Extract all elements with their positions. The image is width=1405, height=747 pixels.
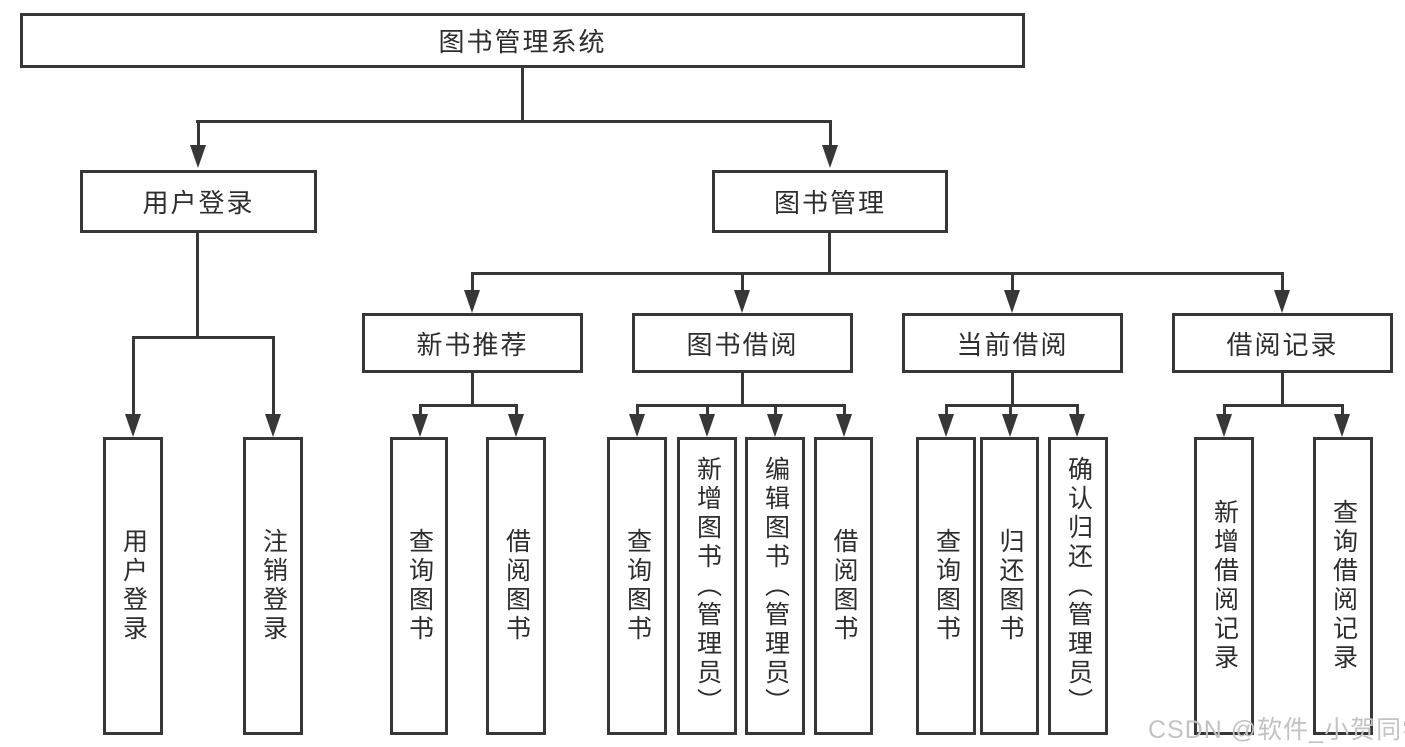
arrow-down-icon: [629, 414, 645, 437]
leaf-label: 查询图书: [623, 528, 652, 644]
connector-line: [471, 272, 474, 297]
connector-line: [132, 336, 275, 339]
leaf-label: 用户登录: [119, 528, 148, 644]
connector-line: [132, 336, 135, 420]
leaf-label: 确认归还（管理员）: [1064, 455, 1093, 717]
connector-line: [1076, 404, 1079, 420]
leaf-current-return-books: 归还图书: [980, 437, 1039, 735]
node-library-management-system: 图书管理系统: [20, 13, 1025, 68]
arrow-down-icon: [1274, 290, 1290, 313]
arrow-down-icon: [1069, 414, 1085, 437]
leaf-borrowing-add-books-admin: 新增图书（管理员）: [677, 437, 737, 735]
arrow-down-icon: [412, 414, 428, 437]
connector-line: [636, 404, 846, 407]
connector-line: [272, 336, 275, 420]
leaf-label: 借阅图书: [830, 528, 858, 644]
arrow-down-icon: [508, 414, 524, 437]
connector-line: [471, 373, 474, 407]
connector-line: [471, 272, 1284, 275]
connector-line: [774, 404, 777, 420]
connector-line: [196, 233, 199, 339]
leaf-borrowing-edit-books-admin: 编辑图书（管理员）: [745, 437, 805, 735]
leaf-label: 新增图书（管理员）: [693, 455, 722, 717]
connector-line: [419, 404, 422, 420]
connector-line: [1011, 272, 1014, 297]
leaf-current-query-books: 查询图书: [916, 437, 976, 735]
leaf-label: 注销登录: [259, 528, 288, 644]
arrow-down-icon: [699, 414, 715, 437]
connector-line: [829, 120, 832, 152]
leaf-user-login: 用户登录: [103, 437, 163, 735]
leaf-borrowing-borrow-books: 借阅图书: [814, 437, 873, 735]
connector-line: [741, 373, 744, 407]
connector-line: [1011, 373, 1014, 407]
arrow-down-icon: [265, 414, 281, 437]
leaf-label: 查询图书: [405, 528, 434, 644]
leaf-borrowing-query-books: 查询图书: [607, 437, 667, 735]
connector-line: [1009, 404, 1012, 420]
leaf-label: 查询图书: [932, 528, 961, 644]
arrow-down-icon: [464, 290, 480, 313]
connector-line: [741, 272, 744, 297]
node-borrowing-records: 借阅记录: [1172, 313, 1393, 373]
leaf-records-add-record: 新增借阅记录: [1194, 437, 1254, 735]
leaf-records-query-record: 查询借阅记录: [1313, 437, 1373, 735]
leaf-label: 新增借阅记录: [1210, 499, 1239, 673]
connector-line: [1281, 373, 1284, 407]
arrow-down-icon: [1334, 414, 1350, 437]
arrow-down-icon: [822, 145, 838, 168]
leaf-label: 编辑图书（管理员）: [761, 455, 790, 717]
leaf-recommend-borrow-books: 借阅图书: [486, 437, 546, 735]
csdn-watermark: CSDN @软件_小贺同学: [1148, 716, 1405, 744]
leaf-recommend-query-books: 查询图书: [390, 437, 448, 735]
arrow-down-icon: [734, 290, 750, 313]
connector-line: [945, 404, 1079, 407]
connector-line: [1341, 404, 1344, 420]
connector-line: [636, 404, 639, 420]
node-book-borrowing: 图书借阅: [632, 313, 853, 373]
connector-line: [945, 404, 948, 420]
leaf-label: 查询借阅记录: [1329, 499, 1358, 673]
connector-line: [515, 404, 518, 420]
leaf-logout: 注销登录: [243, 437, 303, 735]
arrow-down-icon: [190, 145, 206, 168]
leaf-label: 借阅图书: [502, 528, 531, 644]
connector-line: [828, 233, 831, 275]
arrow-down-icon: [125, 414, 141, 437]
connector-line: [197, 120, 200, 152]
arrow-down-icon: [938, 414, 954, 437]
arrow-down-icon: [1216, 414, 1232, 437]
arrow-down-icon: [767, 414, 783, 437]
leaf-label: 归还图书: [996, 528, 1024, 644]
node-current-borrowing: 当前借阅: [902, 313, 1123, 373]
node-new-book-recommendation: 新书推荐: [362, 313, 583, 373]
arrow-down-icon: [836, 414, 852, 437]
leaf-current-confirm-return-admin: 确认归还（管理员）: [1048, 437, 1108, 735]
node-user-login: 用户登录: [80, 170, 317, 233]
node-book-management: 图书管理: [712, 170, 948, 233]
connector-line: [196, 120, 832, 123]
connector-line: [1223, 404, 1344, 407]
connector-line: [521, 68, 524, 122]
connector-line: [1281, 272, 1284, 297]
connector-line: [1223, 404, 1226, 420]
connector-line: [843, 404, 846, 420]
arrow-down-icon: [1002, 414, 1018, 437]
connector-line: [419, 404, 518, 407]
arrow-down-icon: [1004, 290, 1020, 313]
connector-line: [706, 404, 709, 420]
